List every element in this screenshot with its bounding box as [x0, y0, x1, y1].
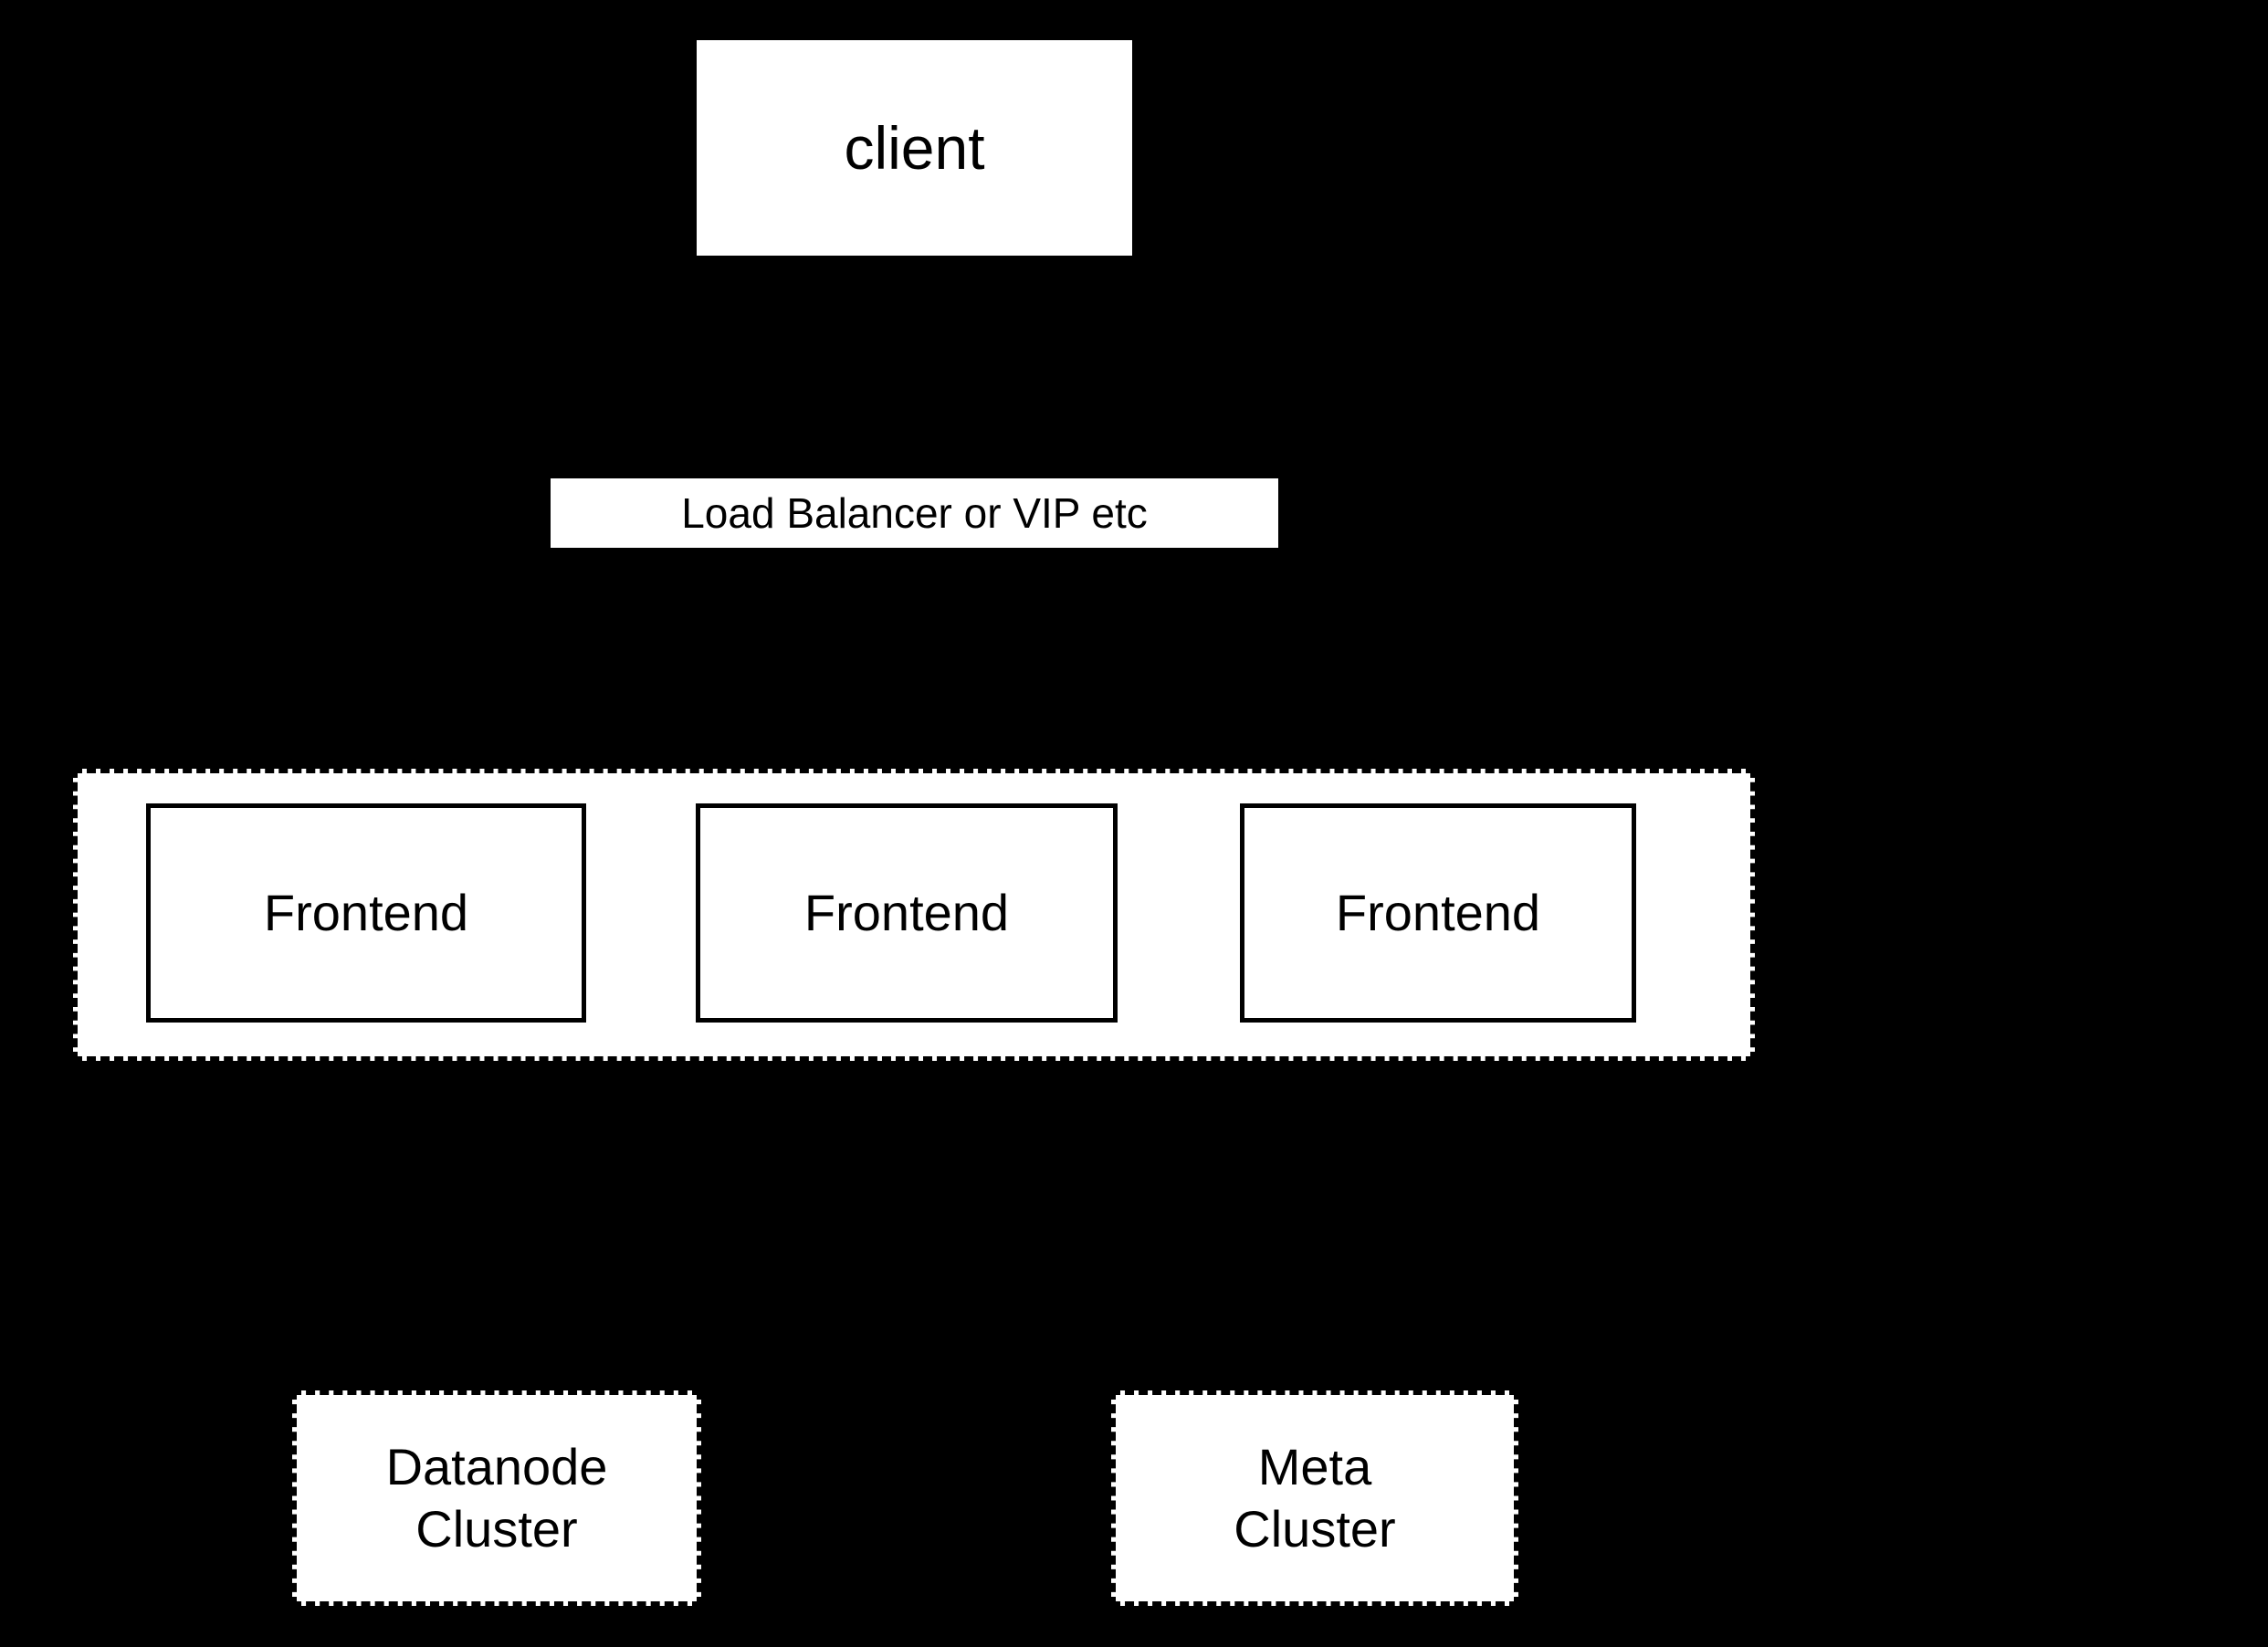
node-datanode-cluster[interactable]: Datanode Cluster: [292, 1390, 701, 1606]
node-datanode-cluster-label: Datanode Cluster: [385, 1437, 608, 1558]
node-frontend-1-label: Frontend: [263, 883, 469, 941]
node-client[interactable]: client: [697, 40, 1132, 256]
node-frontend-3[interactable]: Frontend: [1240, 803, 1636, 1023]
node-load-balancer-label: Load Balancer or VIP etc: [681, 488, 1148, 537]
node-client-label: client: [844, 113, 985, 182]
node-frontend-2[interactable]: Frontend: [696, 803, 1118, 1023]
node-load-balancer[interactable]: Load Balancer or VIP etc: [551, 478, 1278, 548]
node-frontend-3-label: Frontend: [1335, 883, 1541, 941]
node-frontend-2-label: Frontend: [803, 883, 1010, 941]
node-meta-cluster-label: Meta Cluster: [1234, 1437, 1396, 1558]
node-frontend-1[interactable]: Frontend: [146, 803, 586, 1023]
node-meta-cluster[interactable]: Meta Cluster: [1111, 1390, 1518, 1606]
